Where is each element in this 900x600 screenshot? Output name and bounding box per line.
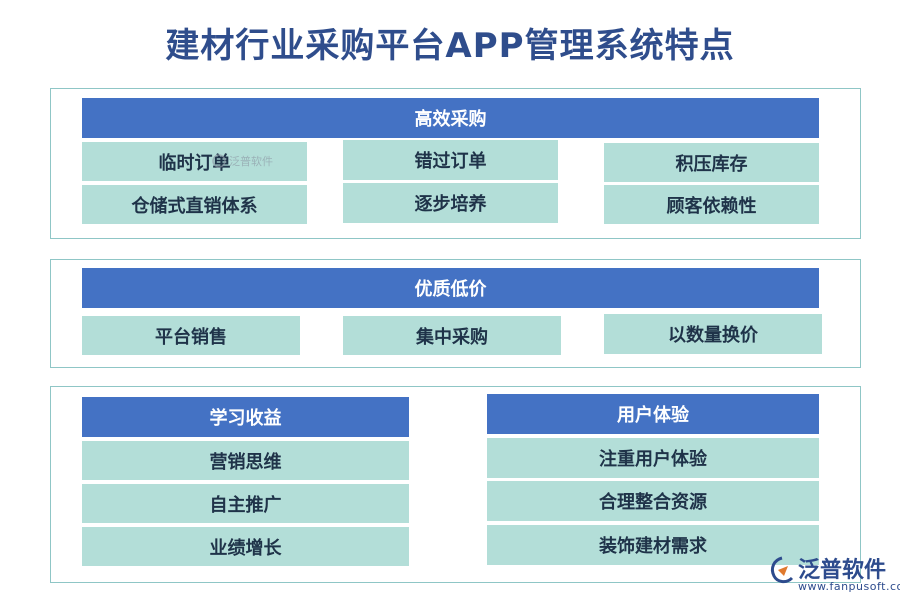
fanpu-logo-icon: [770, 556, 794, 584]
feature-item: 积压库存: [604, 143, 819, 182]
feature-item: 顾客依赖性: [604, 185, 819, 224]
feature-item: 平台销售: [82, 316, 300, 355]
brand-logo: 泛普软件 www.fanpusoft.com: [768, 550, 900, 596]
watermark-text: 泛普软件: [229, 155, 273, 168]
logo-name: 泛普软件: [798, 558, 887, 583]
logo-url: www.fanpusoft.com: [798, 580, 900, 593]
feature-item: 仓储式直销体系: [82, 185, 307, 224]
feature-item: 注重用户体验: [487, 438, 819, 478]
feature-item: 合理整合资源: [487, 481, 819, 521]
watermark: 泛普软件: [212, 153, 273, 169]
watermark-logo-icon: [212, 154, 226, 168]
section-header: 优质低价: [82, 268, 819, 308]
feature-item: 逐步培养: [343, 183, 558, 223]
feature-item: 临时订单: [82, 142, 307, 181]
page-title: 建材行业采购平台APP管理系统特点: [165, 26, 735, 66]
section-header: 高效采购: [82, 98, 819, 138]
section-header: 用户体验: [487, 394, 819, 434]
feature-item: 装饰建材需求: [487, 525, 819, 565]
feature-item: 集中采购: [343, 316, 561, 355]
feature-item: 自主推广: [82, 484, 409, 523]
section-header: 学习收益: [82, 397, 409, 437]
feature-item: 营销思维: [82, 441, 409, 480]
feature-item: 错过订单: [343, 140, 558, 180]
feature-item: 以数量换价: [604, 314, 822, 354]
feature-item: 业绩增长: [82, 527, 409, 566]
